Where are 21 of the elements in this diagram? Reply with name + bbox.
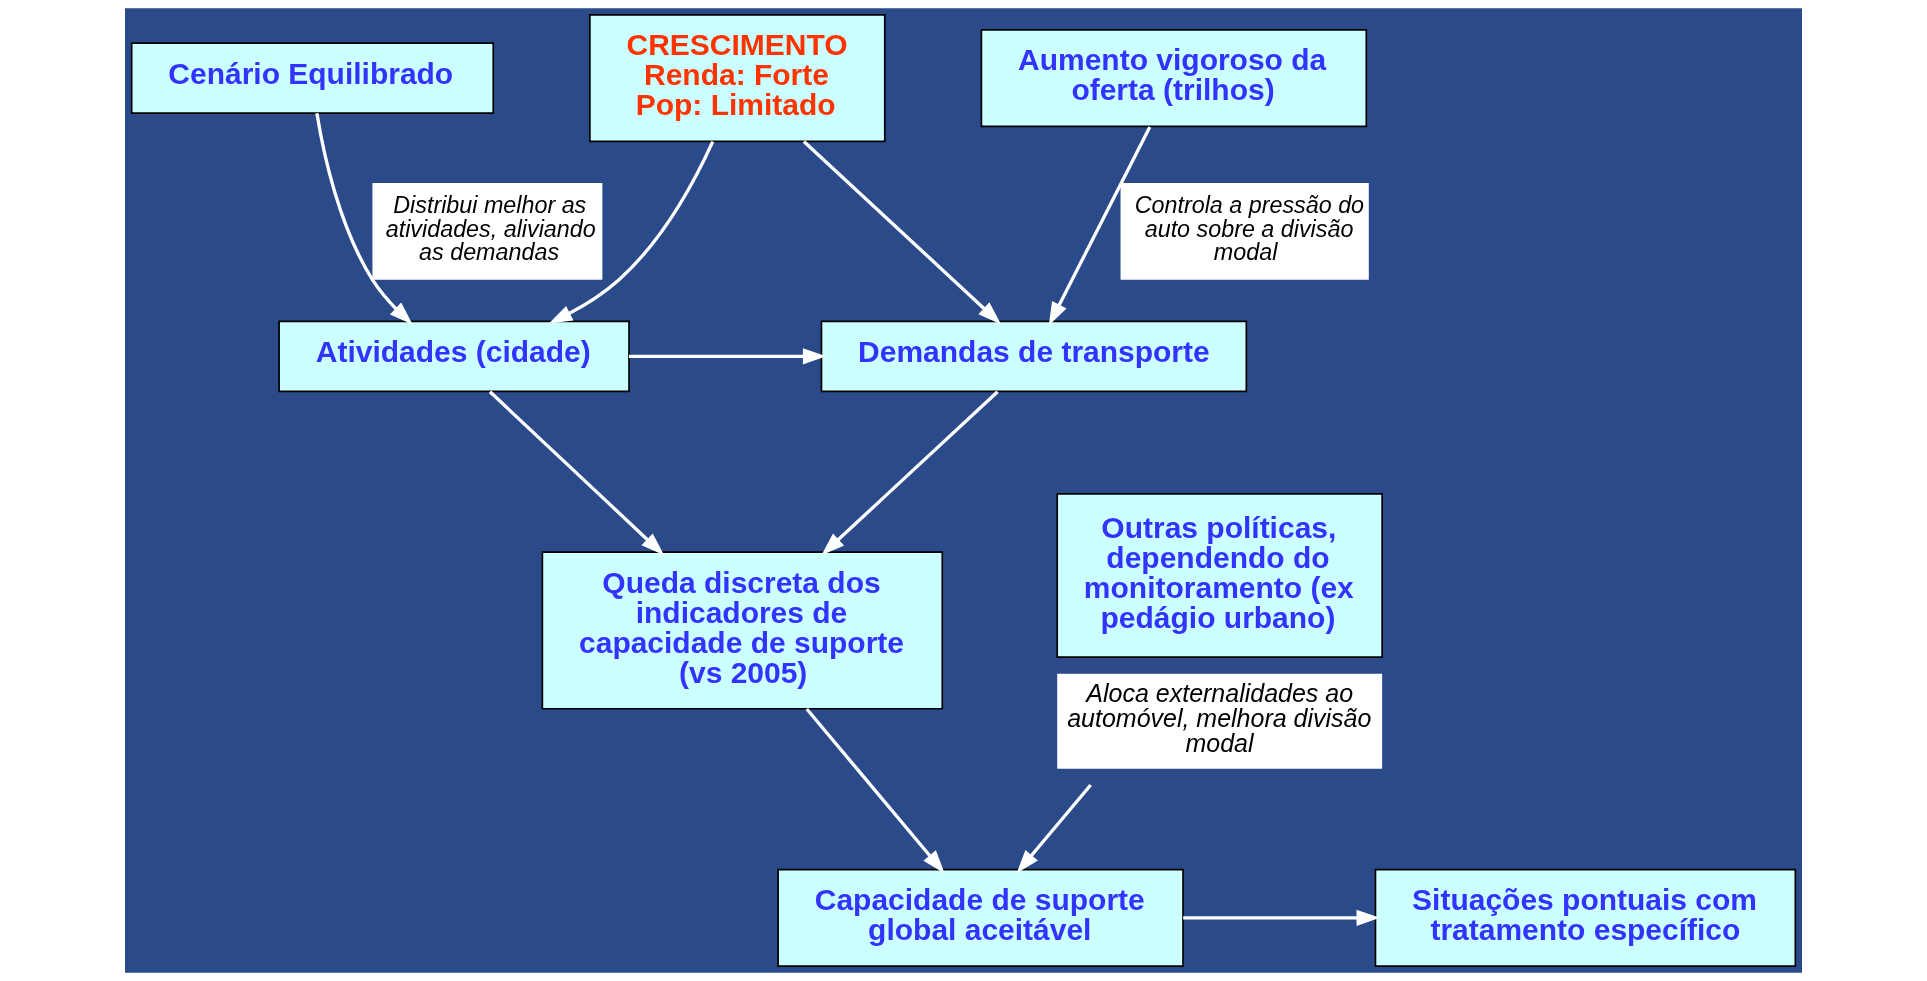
- arrow: [821, 390, 999, 556]
- arrow: [1016, 783, 1092, 874]
- node-label: Aloca externalidades ao automóvel, melhora divisão modal: [1067, 679, 1372, 758]
- edge-label: Distribui melhor as atividades, aliviando as demandas: [385, 192, 596, 266]
- node-box: Cenário Equilibrado: [130, 42, 495, 114]
- node-box: CRESCIMENTO Renda: Forte Pop: Limitado: [589, 13, 886, 143]
- arrow: [629, 348, 827, 365]
- node-box: Atividades (cidade): [278, 320, 630, 393]
- node-box: Situações pontuais com tratamento específico: [1374, 868, 1797, 968]
- arrow: [1048, 126, 1152, 326]
- edge-label: Controla a pressão do auto sobre a divisão modal: [1134, 192, 1365, 266]
- node-box: Demandas de transporte: [820, 320, 1248, 393]
- arrow: [805, 707, 945, 874]
- arrow: [548, 140, 715, 324]
- node-box: Queda discreta dos indicadores de capacidade de suporte (vs 2005): [541, 551, 944, 710]
- arrow: [488, 390, 665, 556]
- node-box: Aumento vigoroso da oferta (trilhos): [980, 28, 1368, 128]
- arrow: [802, 140, 1002, 325]
- node-box: Capacidade de suporte global aceitável: [777, 868, 1184, 968]
- arrow: [315, 112, 413, 325]
- arrow: [1183, 909, 1380, 927]
